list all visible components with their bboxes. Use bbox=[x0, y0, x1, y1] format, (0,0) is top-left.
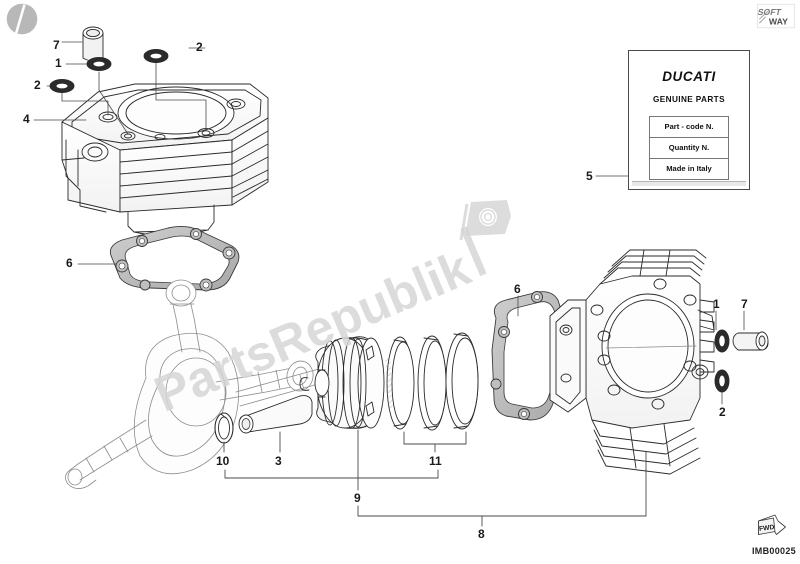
piston-pin-circlip bbox=[214, 412, 234, 444]
genuine-parts-label: DUCATI GENUINE PARTS Part - code N. Quan… bbox=[628, 50, 750, 190]
label-row-made-in-italy: Made in Italy bbox=[650, 159, 728, 180]
genuine-parts-subtitle: GENUINE PARTS bbox=[653, 95, 725, 104]
logo-line-1: SOFT bbox=[757, 7, 783, 17]
o-ring-1-topleft bbox=[86, 57, 112, 71]
piston-ring-3 bbox=[445, 332, 479, 430]
o-ring-2-left bbox=[49, 79, 75, 93]
fwd-arrow: FWD bbox=[758, 514, 786, 535]
callout-7-right: 7 bbox=[741, 297, 748, 311]
piston bbox=[299, 336, 385, 429]
o-ring-2-top bbox=[143, 49, 169, 63]
logo-line-2: WAY bbox=[769, 17, 788, 27]
vertical-cylinder-block-shape bbox=[61, 83, 269, 237]
callout-5-label: 5 bbox=[586, 169, 593, 183]
label-row-part-code: Part - code N. bbox=[650, 117, 728, 138]
ducati-brand-text: DUCATI bbox=[662, 69, 716, 84]
drawing-code: IMB00025 bbox=[752, 546, 796, 556]
callout-4-cylinder: 4 bbox=[23, 112, 30, 126]
label-bottom-bar bbox=[632, 181, 746, 186]
soft-way-logo: SOFT WAY bbox=[757, 3, 795, 29]
label-row-quantity: Quantity N. bbox=[650, 138, 728, 159]
callout-7-upper-left: 7 bbox=[53, 38, 60, 52]
o-ring-1-right bbox=[714, 329, 730, 353]
grouping-brackets bbox=[223, 429, 647, 527]
dowel-pin-7-topleft bbox=[82, 26, 104, 62]
callout-2-left: 2 bbox=[34, 78, 41, 92]
callout-10-circlip: 10 bbox=[216, 454, 230, 468]
piston-pin bbox=[238, 395, 313, 434]
callout-11-rings: 11 bbox=[429, 454, 442, 468]
callout-2-top: 2 bbox=[196, 40, 203, 54]
dowel-pin-7-right bbox=[732, 331, 769, 351]
callout-1-right: 1 bbox=[713, 297, 720, 311]
cylinder-base-gasket-right bbox=[490, 291, 568, 421]
callout-1-upper-left: 1 bbox=[55, 56, 62, 70]
leader-lines-right bbox=[595, 175, 745, 405]
cylinder-base-gasket-left bbox=[109, 225, 240, 292]
callout-6-gasket-right: 6 bbox=[514, 282, 521, 296]
callout-8-kit-group: 8 bbox=[478, 527, 485, 541]
slashed-circle-watermark bbox=[6, 3, 38, 35]
callout-6-gasket-left: 6 bbox=[66, 256, 73, 270]
leader-lines-topleft bbox=[33, 41, 207, 135]
piston-ring-2 bbox=[417, 335, 447, 431]
callout-2-right: 2 bbox=[719, 405, 726, 419]
callout-9-piston-group: 9 bbox=[354, 491, 361, 505]
crankshaft-assembly bbox=[65, 279, 345, 489]
fwd-label: FWD bbox=[759, 524, 775, 533]
label-fields-table: Part - code N. Quantity N. Made in Italy bbox=[649, 116, 729, 180]
piston-ring-1 bbox=[385, 336, 415, 430]
o-ring-2-right bbox=[714, 369, 730, 393]
callout-3-piston-pin: 3 bbox=[275, 454, 282, 468]
horizontal-cylinder-block-shape bbox=[549, 249, 715, 475]
